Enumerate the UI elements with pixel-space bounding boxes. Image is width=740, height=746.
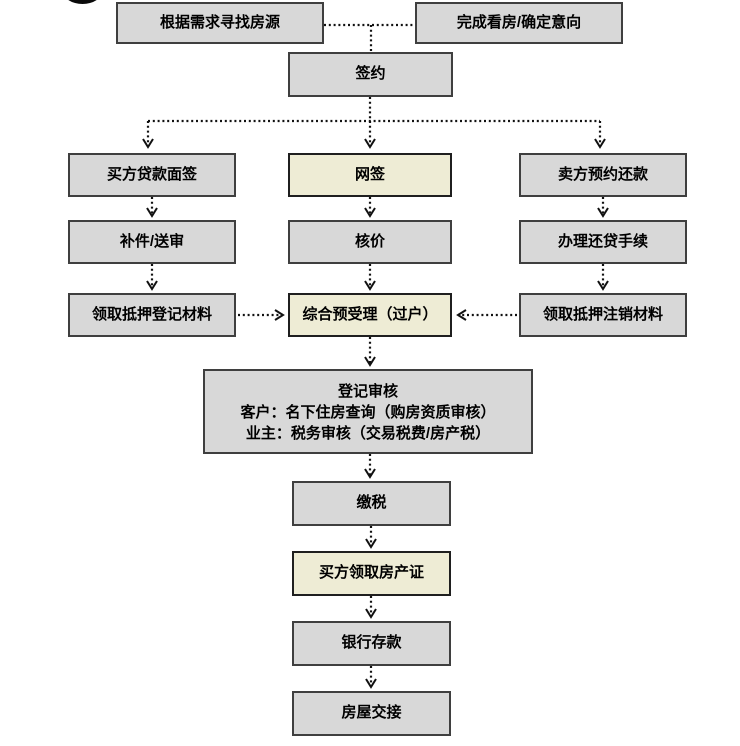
node-comprehensive-acceptance: 综合预受理（过户） <box>288 293 452 337</box>
node-pay-tax: 缴税 <box>292 481 451 526</box>
node-supplement-review: 补件/送审 <box>68 220 236 264</box>
node-buyer-loan-interview: 买方贷款面签 <box>68 153 236 197</box>
registration-review-title: 登记审核 <box>337 383 398 400</box>
node-bank-deposit: 银行存款 <box>292 621 451 666</box>
registration-review-customer-line: 客户：名下住房查询（购房资质审核） <box>240 404 496 421</box>
node-mortgage-registration-materials: 领取抵押登记材料 <box>68 293 236 337</box>
connector-sign-distributor <box>148 97 600 123</box>
node-seller-repay-appointment: 卖方预约还款 <box>519 153 687 197</box>
node-find-listing: 根据需求寻找房源 <box>116 2 324 44</box>
node-price-verification: 核价 <box>288 220 452 264</box>
node-buyer-get-deed: 买方领取房产证 <box>292 551 451 596</box>
node-registration-review: 登记审核 客户：名下住房查询（购房资质审核） 业主：税务审核（交易税费/房产税） <box>203 369 533 454</box>
node-viewing-done: 完成看房/确定意向 <box>415 2 623 44</box>
node-sign-contract: 签约 <box>288 52 453 97</box>
node-mortgage-cancellation-materials: 领取抵押注销材料 <box>519 293 687 337</box>
node-online-sign: 网签 <box>288 153 452 197</box>
node-house-handover: 房屋交接 <box>292 691 451 736</box>
registration-review-owner-line: 业主：税务审核（交易税费/房产税） <box>245 425 491 442</box>
decorative-circle <box>63 0 102 4</box>
node-loan-repayment-formalities: 办理还贷手续 <box>519 220 687 264</box>
